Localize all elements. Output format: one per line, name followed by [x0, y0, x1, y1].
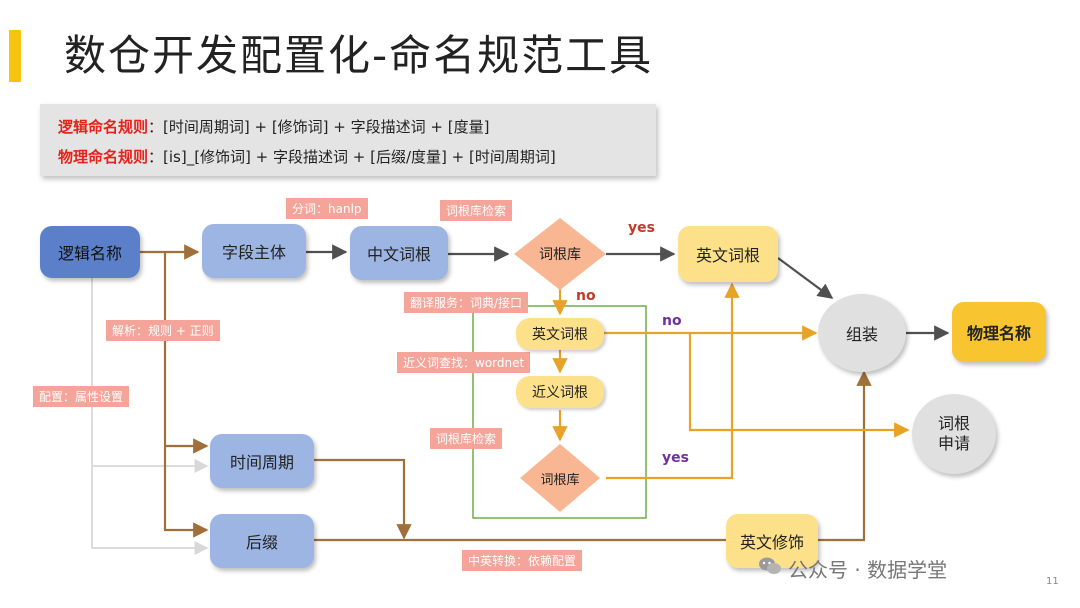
node-root-db: 词根库 — [539, 247, 581, 263]
physical-naming-rule: 物理命名规则：[is]_[修饰词] + 字段描述词 + [后缀/度量] + [时… — [58, 146, 556, 167]
physical-rule-text: ：[is]_[修饰词] + 字段描述词 + [后缀/度量] + [时间周期词] — [148, 148, 556, 166]
tag-root-search: 词根库检索 — [440, 200, 513, 221]
naming-rules-box: 逻辑命名规则：[时间周期词] + [修饰词] + 字段描述词 + [度量] 物理… — [40, 104, 656, 176]
page-title: 数仓开发配置化-命名规范工具 — [64, 31, 654, 80]
wechat-icon — [759, 557, 781, 574]
watermark-text: 公众号 · 数据学堂 — [788, 558, 948, 582]
logical-rule-key: 逻辑命名规则 — [58, 118, 149, 136]
node-chinese-root: 中文词根 — [350, 226, 448, 280]
tag-synonym-search: 近义词查找：wordnet — [397, 352, 531, 373]
tag-segment: 分词：hanlp — [286, 198, 368, 219]
node-physical-name: 物理名称 — [952, 302, 1046, 362]
node-time-period: 时间周期 — [210, 434, 314, 488]
tag-translate: 翻译服务：词典/接口 — [404, 292, 529, 313]
node-english-root: 英文词根 — [678, 226, 778, 282]
node-assemble: 组装 — [818, 294, 906, 372]
edge-label-no-top: no — [576, 288, 596, 304]
tag-config: 配置：属性设置 — [33, 386, 130, 407]
logical-naming-rule: 逻辑命名规则：[时间周期词] + [修饰词] + 字段描述词 + [度量] — [58, 116, 489, 137]
node-synonym-root: 近义词根 — [516, 376, 604, 408]
edge-label-no-mid: no — [662, 313, 682, 329]
edge-label-yes-bottom: yes — [662, 450, 689, 466]
node-root-db-inner: 词根库 — [540, 472, 580, 488]
tag-root-search-inner: 词根库检索 — [430, 428, 503, 449]
node-logical-name: 逻辑名称 — [40, 226, 140, 278]
node-suffix: 后缀 — [210, 514, 314, 568]
edge-label-yes-top: yes — [628, 220, 655, 236]
node-english-root-inner: 英文词根 — [516, 318, 604, 350]
root-db-inner-diamond-shape — [520, 444, 600, 512]
node-root-apply: 词根 申请 — [912, 394, 996, 474]
title-accent-bar — [9, 30, 21, 82]
node-english-modifier: 英文修饰 — [726, 514, 818, 568]
tag-cn-en: 中英转换：依赖配置 — [462, 550, 583, 571]
logical-rule-text: ：[时间周期词] + [修饰词] + 字段描述词 + [度量] — [148, 118, 490, 136]
page-number: 11 — [1046, 576, 1059, 587]
tag-parse: 解析：规则 + 正则 — [106, 320, 220, 341]
node-field-subject: 字段主体 — [202, 224, 306, 278]
root-db-diamond-shape — [514, 218, 606, 290]
physical-rule-key: 物理命名规则 — [58, 148, 149, 166]
